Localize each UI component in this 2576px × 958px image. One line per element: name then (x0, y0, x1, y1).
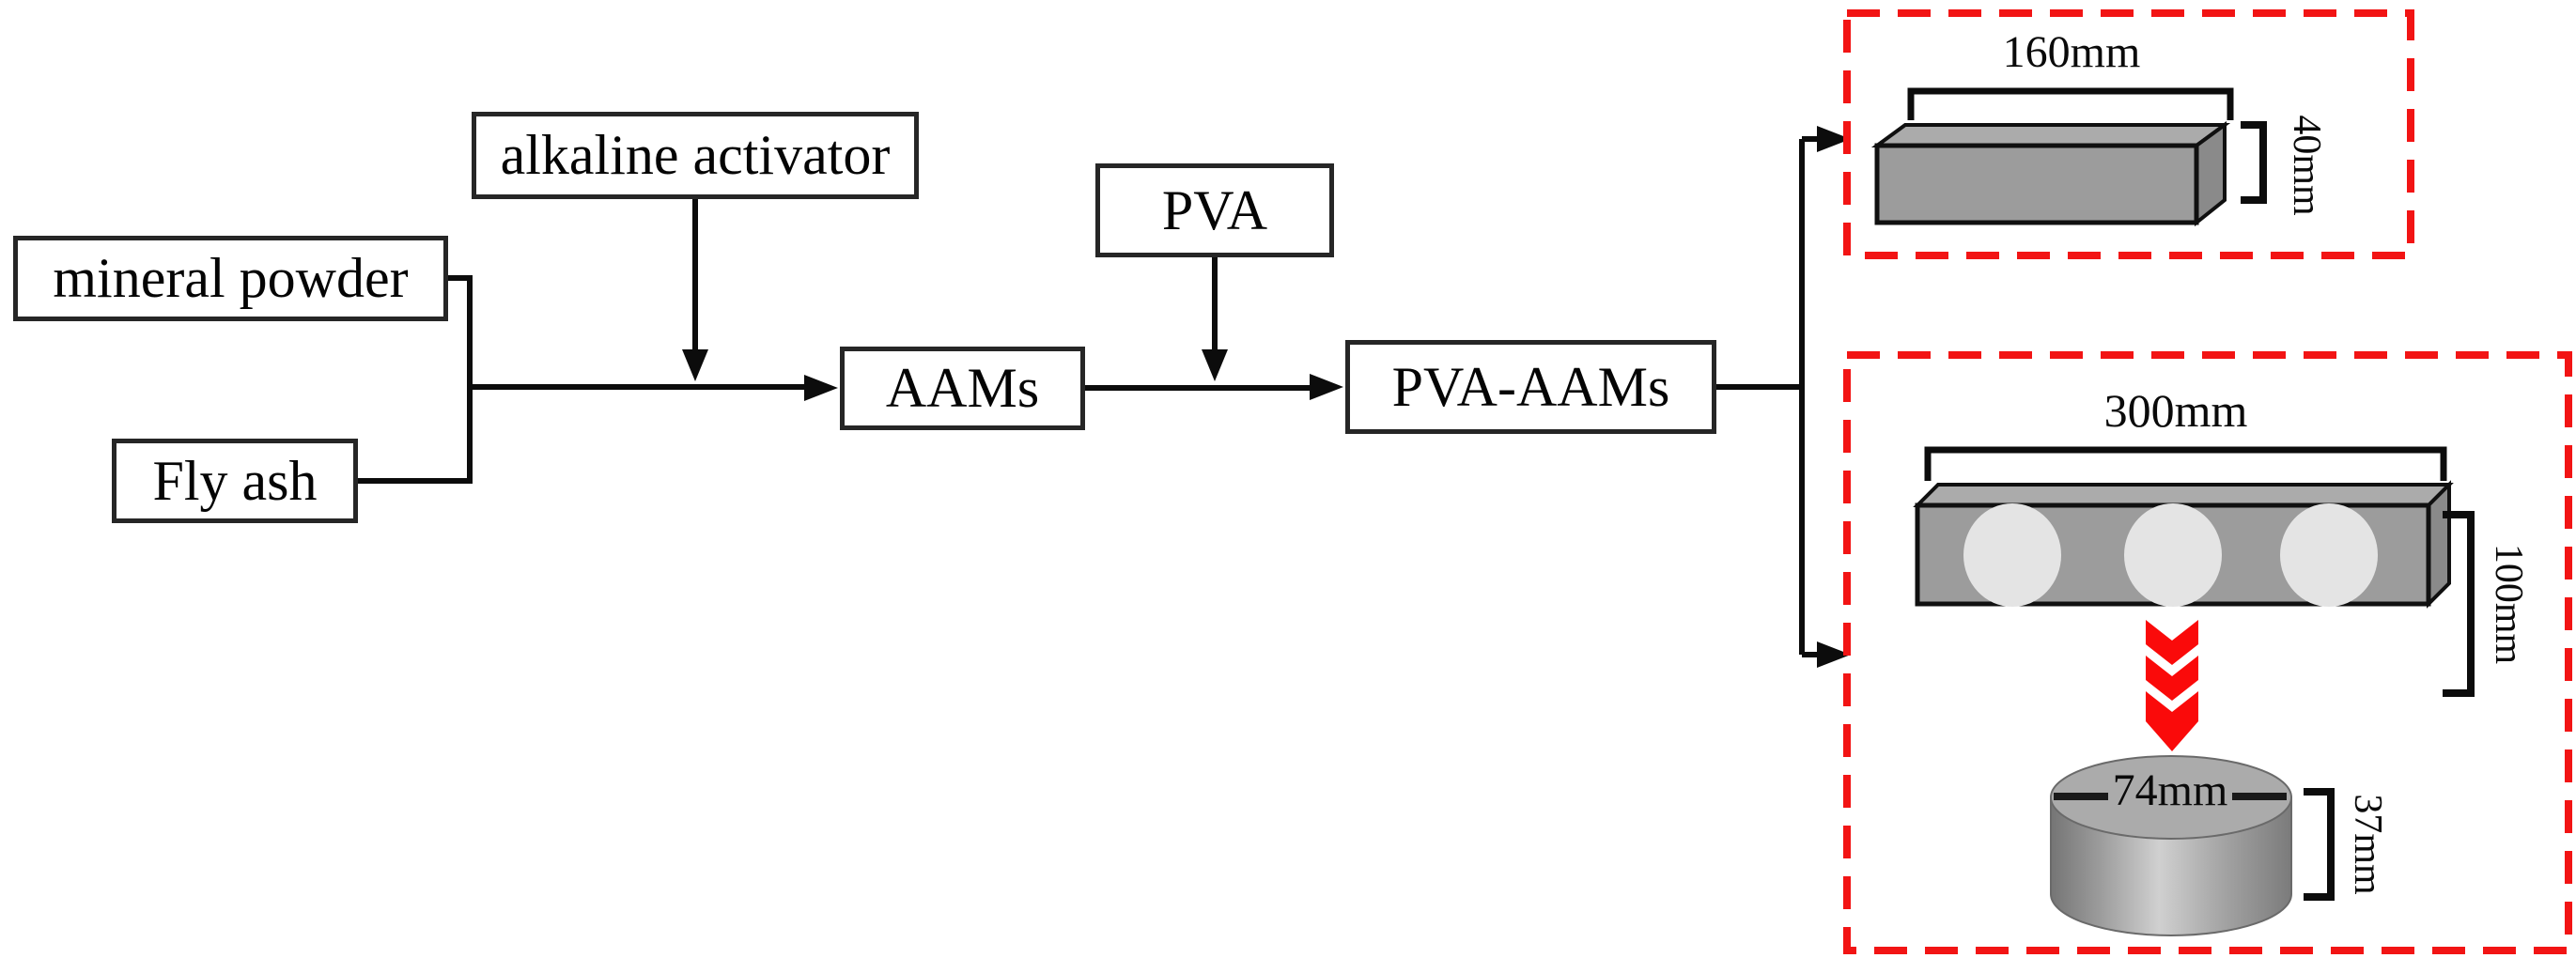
arrowhead-into-aams (804, 375, 838, 401)
box-pva: PVA (1095, 163, 1334, 257)
specimen-panels (1843, 9, 2572, 954)
arrowhead-top-panel (1817, 126, 1851, 152)
arrowhead-pva (1202, 349, 1228, 381)
red-dashed-box-beam-cylinder (1843, 351, 2572, 954)
connector-branch (1716, 136, 1817, 657)
box-aams: AAMs (840, 347, 1085, 430)
box-mineral-powder-label: mineral powder (53, 247, 409, 309)
beam-top-face (1913, 483, 2454, 507)
box-fly-ash: Fly ash (112, 439, 358, 523)
dimension-label-cylinder-height: 37mm (2346, 794, 2389, 895)
box-mineral-powder: mineral powder (13, 236, 448, 321)
dimension-label-beam-length: 300mm (2103, 384, 2248, 437)
chevron-1 (2146, 620, 2198, 665)
box-pva-aams: PVA-AAMs (1345, 340, 1716, 434)
cylinder-specimen (2050, 755, 2335, 936)
prism-specimen (1870, 121, 2231, 227)
beam-hole-2 (2124, 503, 2222, 607)
connector-inputs-collector (358, 275, 473, 484)
dimension-label-prism-length: 160mm (2002, 27, 2141, 77)
prism-front-face (1874, 143, 2199, 225)
chevron-2 (2146, 656, 2198, 701)
beam-dimension-brackets (1924, 446, 2475, 697)
dimension-label-cylinder-diameter: 74mm (2112, 765, 2228, 815)
beam-hole-1 (1963, 503, 2061, 607)
dimension-bracket-160 (1907, 87, 2234, 120)
red-dashed-box-prism (1843, 9, 2414, 259)
box-aams-label: AAMs (885, 357, 1040, 419)
dimension-bracket-40 (2241, 121, 2267, 204)
prism-dimension-brackets (1907, 87, 2267, 204)
arrowhead-alkaline (682, 349, 708, 381)
box-alkaline-activator-label: alkaline activator (500, 124, 891, 186)
connector-lines (358, 136, 1817, 657)
box-pva-label: PVA (1161, 178, 1268, 241)
dimension-label-beam-height: 100mm (2487, 543, 2530, 665)
beam-hole-3 (2280, 503, 2378, 607)
arrowheads (682, 126, 1851, 668)
cylinder-top-face (2050, 755, 2292, 840)
arrowhead-into-pvaaams (1310, 374, 1343, 400)
arrowhead-bottom-panel (1817, 641, 1851, 668)
box-alkaline-activator: alkaline activator (472, 112, 919, 199)
box-pva-aams-label: PVA-AAMs (1391, 355, 1670, 418)
dimension-bracket-300 (1924, 446, 2447, 481)
dimension-bracket-100 (2443, 511, 2475, 697)
beam-specimen (1913, 480, 2454, 609)
prism-top-face (1870, 123, 2231, 147)
dimension-label-prism-height: 40mm (2285, 115, 2328, 216)
dimension-bracket-37 (2304, 788, 2335, 901)
beam-side-face (2427, 480, 2451, 609)
chevron-down-arrow (2146, 620, 2198, 751)
chevron-3 (2146, 691, 2198, 751)
box-fly-ash-label: Fly ash (152, 449, 318, 512)
